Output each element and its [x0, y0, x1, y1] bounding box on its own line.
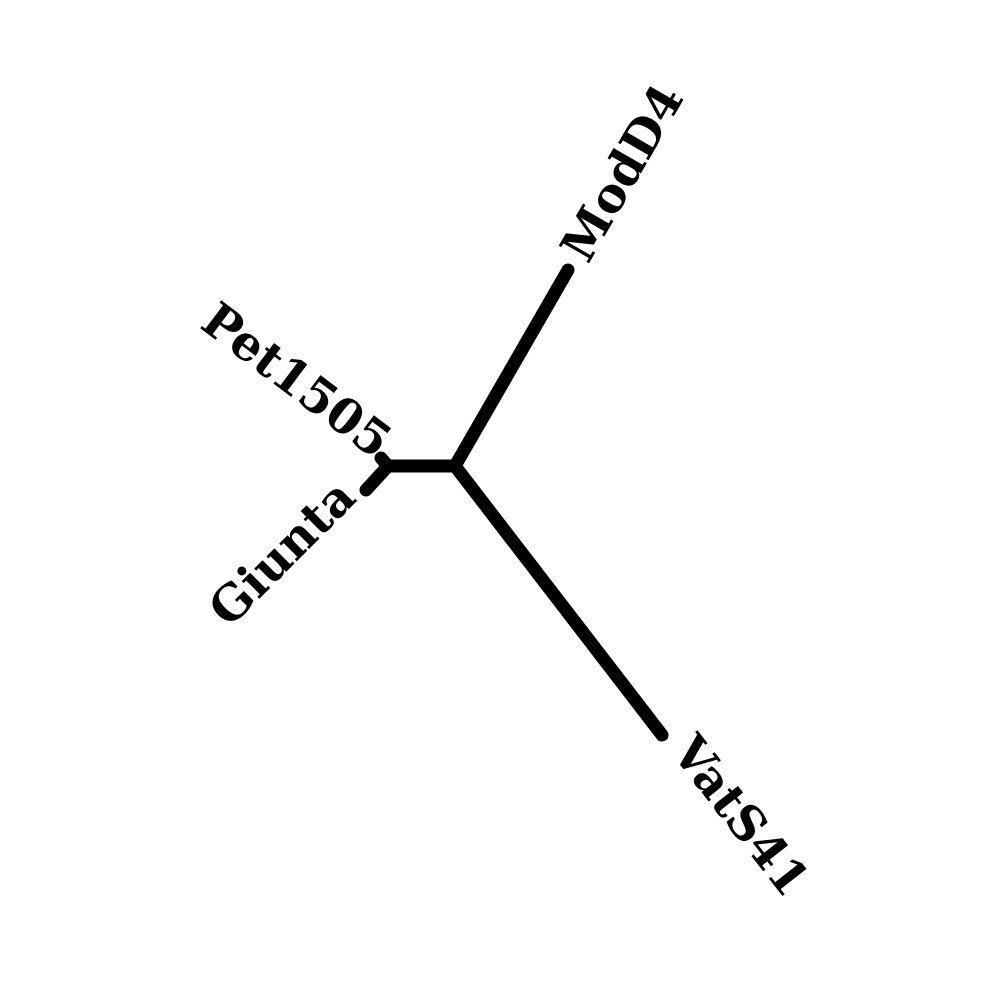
- branch-modd4: [448, 263, 575, 473]
- leaf-label-modd4: ModD4: [550, 75, 695, 271]
- branch-giunta: [359, 459, 395, 497]
- branch-vats41: [448, 459, 669, 742]
- leaf-label-vats41: VatS41: [660, 724, 820, 907]
- leaf-label-giunta: Giunta: [198, 469, 367, 638]
- leaf-label-pet1505: Pet1505: [191, 292, 401, 470]
